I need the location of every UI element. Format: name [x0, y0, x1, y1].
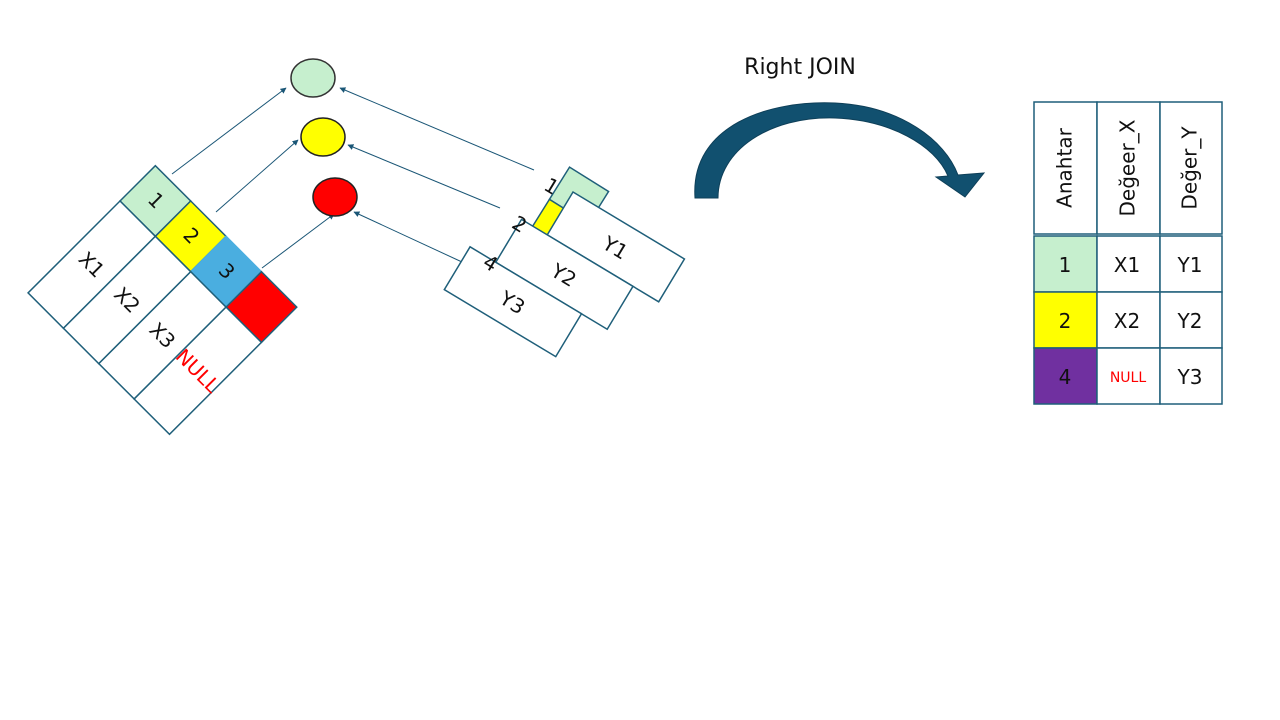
result-row2-key: 2: [1059, 309, 1072, 333]
arrow-right-4: [353, 211, 463, 263]
match-circle-1: [290, 58, 336, 98]
result-header-key: Anahtar: [1053, 127, 1077, 207]
result-row1-y: Y1: [1177, 253, 1203, 277]
result-header-y: Değer_Y: [1178, 126, 1202, 210]
connector-arrows: [171, 87, 535, 269]
curved-arrow: [694, 102, 986, 199]
match-circle-3: [312, 177, 358, 217]
result-header-cell-key: [1033, 101, 1098, 235]
match-circles: [290, 58, 358, 217]
result-row3-y-cell: [1159, 347, 1223, 405]
result-row1-y-cell: [1159, 235, 1223, 293]
result-row1-x: X1: [1114, 253, 1140, 277]
diagram-title: Right JOIN: [744, 55, 856, 80]
result-row2-y-cell: [1159, 291, 1223, 349]
result-row2-x: X2: [1114, 309, 1140, 333]
match-circle-2: [300, 117, 346, 157]
result-row3-x: NULL: [1110, 370, 1147, 386]
left-value-cell-null: [133, 306, 263, 436]
result-header-cell-y: [1159, 101, 1223, 235]
arrow-left-1: [171, 87, 287, 175]
right-table-values: Y1 Y2 Y3: [443, 190, 686, 358]
result-header-x: Değeer_X: [1116, 119, 1140, 216]
result-table: Anahtar Değeer_X Değer_Y 1 X1 Y1 2 X2 Y2…: [1033, 101, 1223, 405]
arrow-left-3: [261, 213, 335, 269]
arrow-left-2: [215, 139, 299, 213]
result-row3-y: Y3: [1177, 365, 1203, 389]
result-header-cell-x: [1096, 101, 1161, 235]
result-row2-y: Y2: [1177, 309, 1203, 333]
curved-arrow-body: [694, 102, 986, 199]
arrow-right-1: [339, 87, 535, 171]
result-row3-key-cell: [1033, 347, 1098, 405]
result-row3-key: 4: [1059, 365, 1072, 389]
result-row1-key: 1: [1059, 253, 1072, 277]
right-value-cell-3: [443, 245, 583, 358]
result-row2-x-cell: [1096, 291, 1161, 349]
result-row3-x-cell: [1096, 347, 1161, 405]
left-table: 1 2 3 X1 X2 X3 NULL: [27, 164, 298, 436]
arrow-right-2: [347, 144, 501, 209]
